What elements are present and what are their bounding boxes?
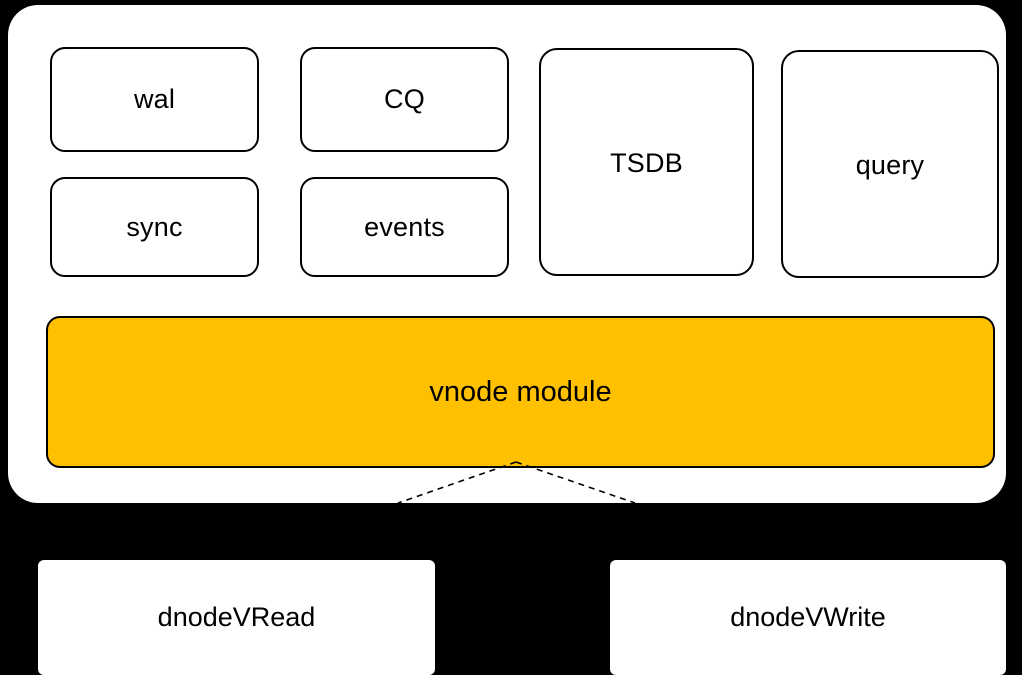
module-label-events: events [364, 211, 445, 242]
module-label-sync: sync [126, 211, 183, 242]
module-box-tsdb[interactable]: TSDB [539, 48, 754, 276]
dnode-vread-box[interactable]: dnodeVRead [38, 560, 435, 675]
module-label-query: query [855, 150, 925, 180]
dnode-vread-label: dnodeVRead [157, 602, 316, 632]
module-label-tsdb: TSDB [610, 148, 683, 178]
module-box-cq[interactable]: CQ [300, 47, 509, 152]
module-box-events[interactable]: events [300, 177, 509, 277]
module-box-wal[interactable]: wal [50, 47, 259, 152]
vnode-module-bar-label: vnode module [429, 375, 612, 408]
module-label-cq: CQ [384, 84, 425, 114]
module-box-query[interactable]: query [781, 50, 999, 278]
module-box-sync[interactable]: sync [50, 177, 259, 277]
vnode-module-bar[interactable]: vnode module [46, 316, 995, 468]
dnode-vwrite-box[interactable]: dnodeVWrite [610, 560, 1006, 675]
dnode-vwrite-label: dnodeVWrite [730, 602, 886, 632]
vnode-panel: wal CQ sync events TSDB query vnode modu… [8, 5, 1006, 503]
module-label-wal: wal [133, 84, 176, 114]
